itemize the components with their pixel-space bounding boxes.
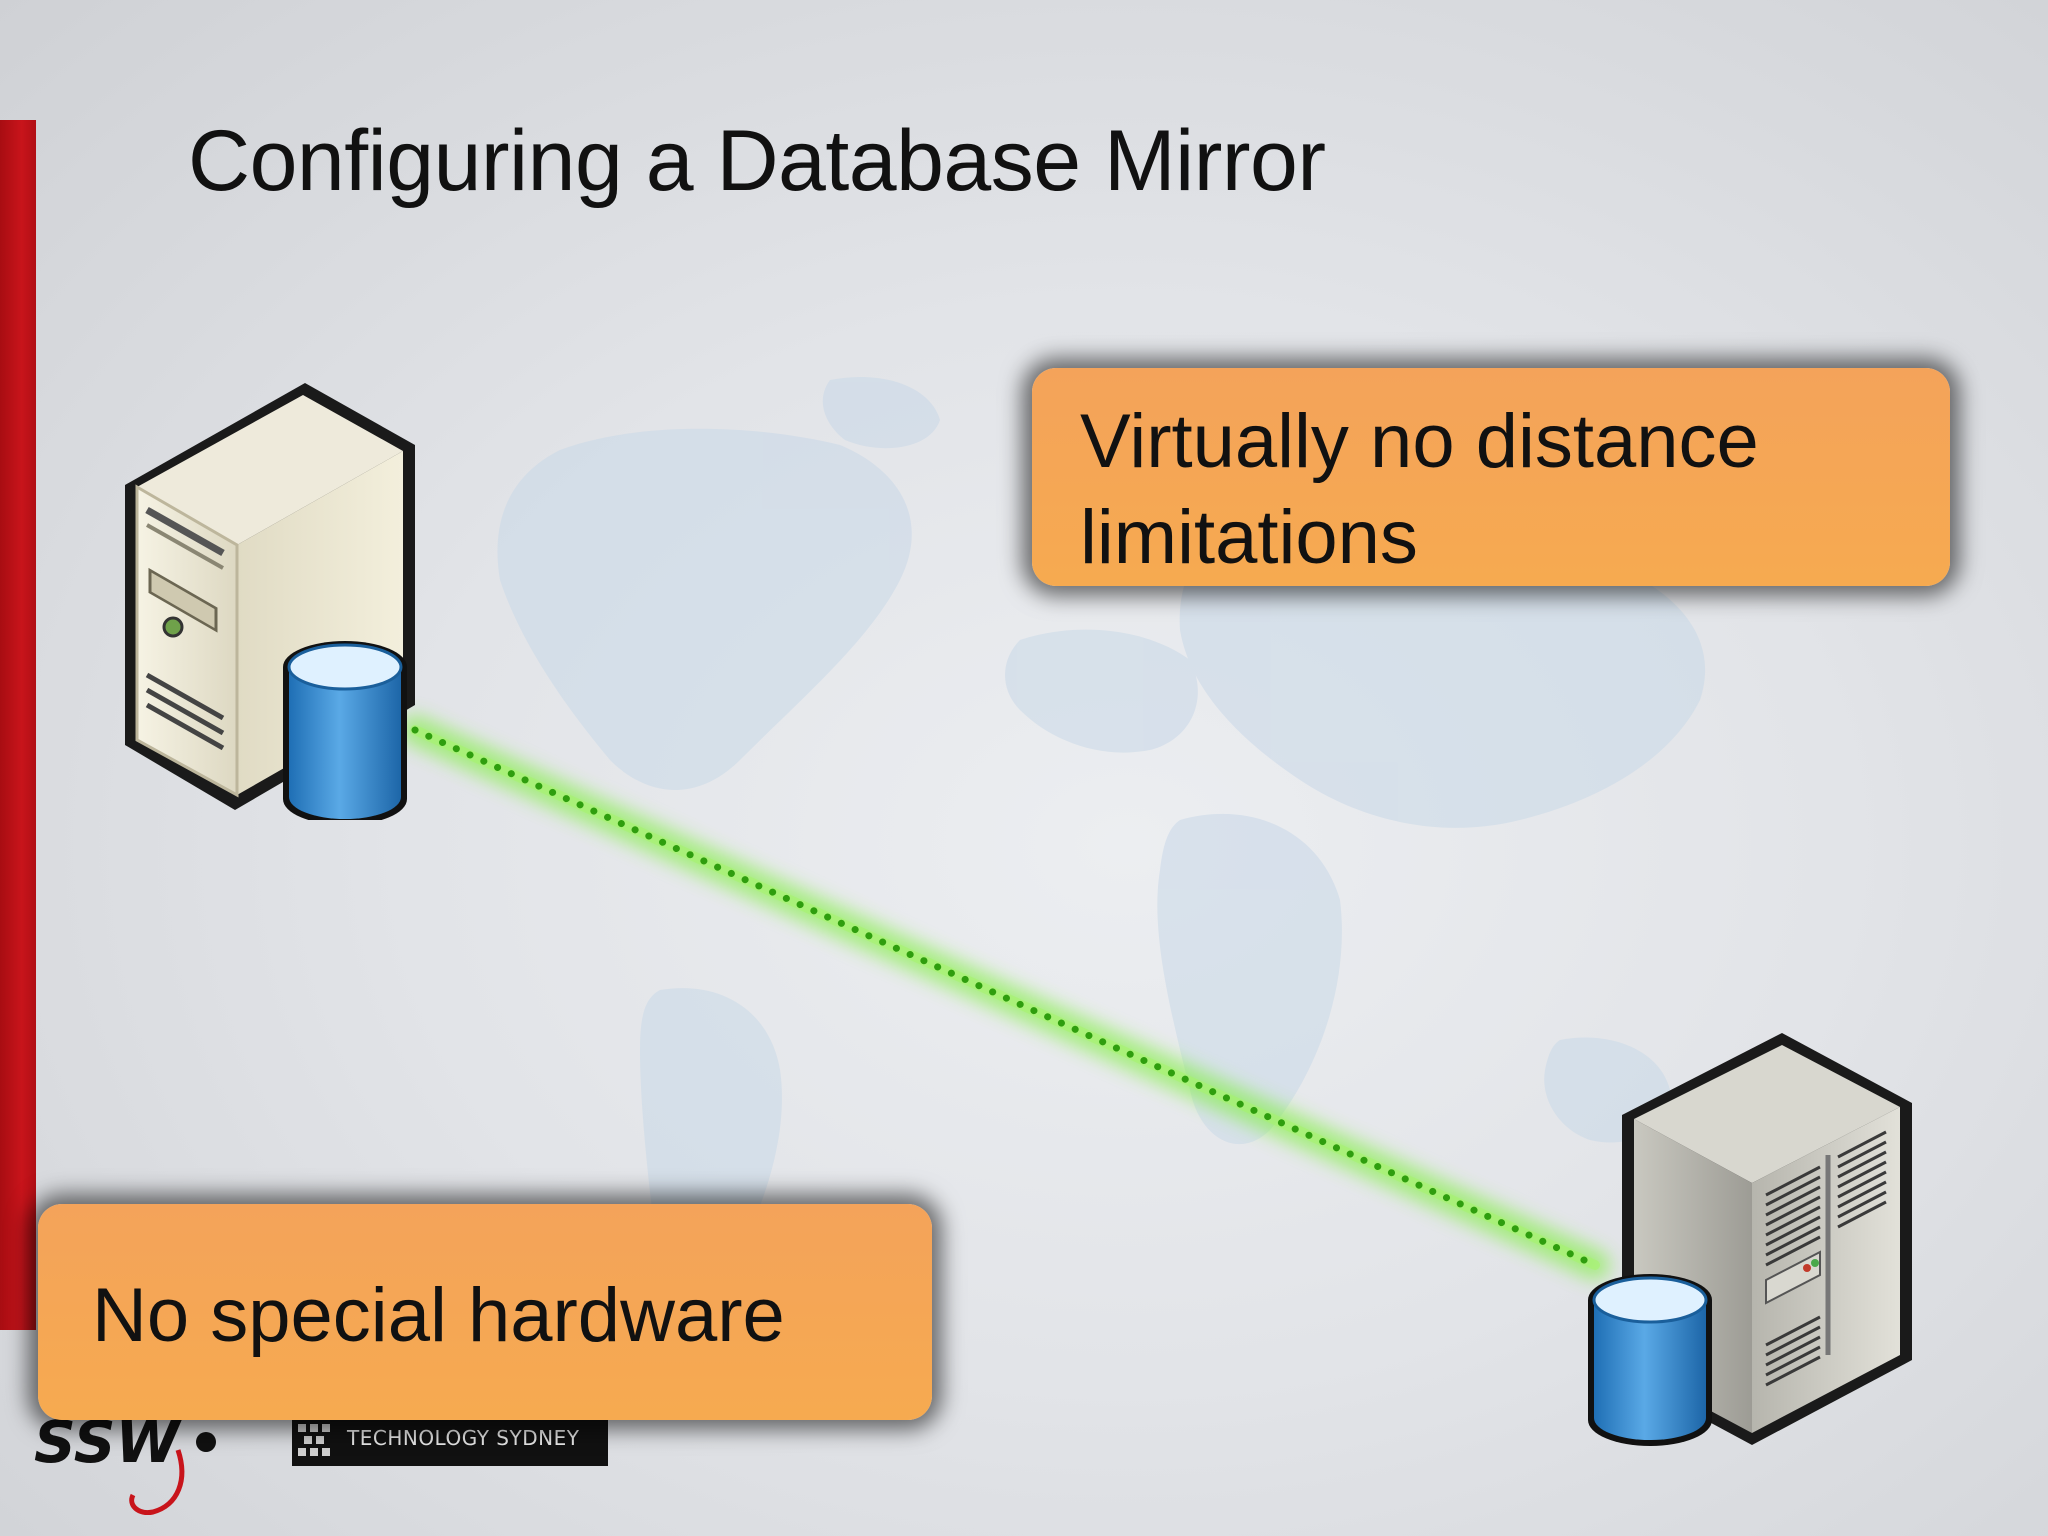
uts-logo-text: TECHNOLOGY SYDNEY	[347, 1426, 580, 1450]
mirror-server-icon	[1588, 1033, 1912, 1446]
callout-distance-line-2: limitations	[1080, 495, 1418, 580]
callout-distance: Virtually no distance limitations	[1032, 368, 1950, 586]
accent-bar	[0, 120, 36, 1330]
callout-hardware-text: No special hardware	[92, 1273, 785, 1358]
slide-title: Configuring a Database Mirror	[188, 113, 1326, 209]
callout-hardware: No special hardware	[38, 1204, 932, 1420]
uts-logo: TECHNOLOGY SYDNEY	[292, 1416, 608, 1466]
callout-distance-line-1: Virtually no distance	[1080, 399, 1759, 484]
principal-server-icon	[125, 383, 415, 820]
